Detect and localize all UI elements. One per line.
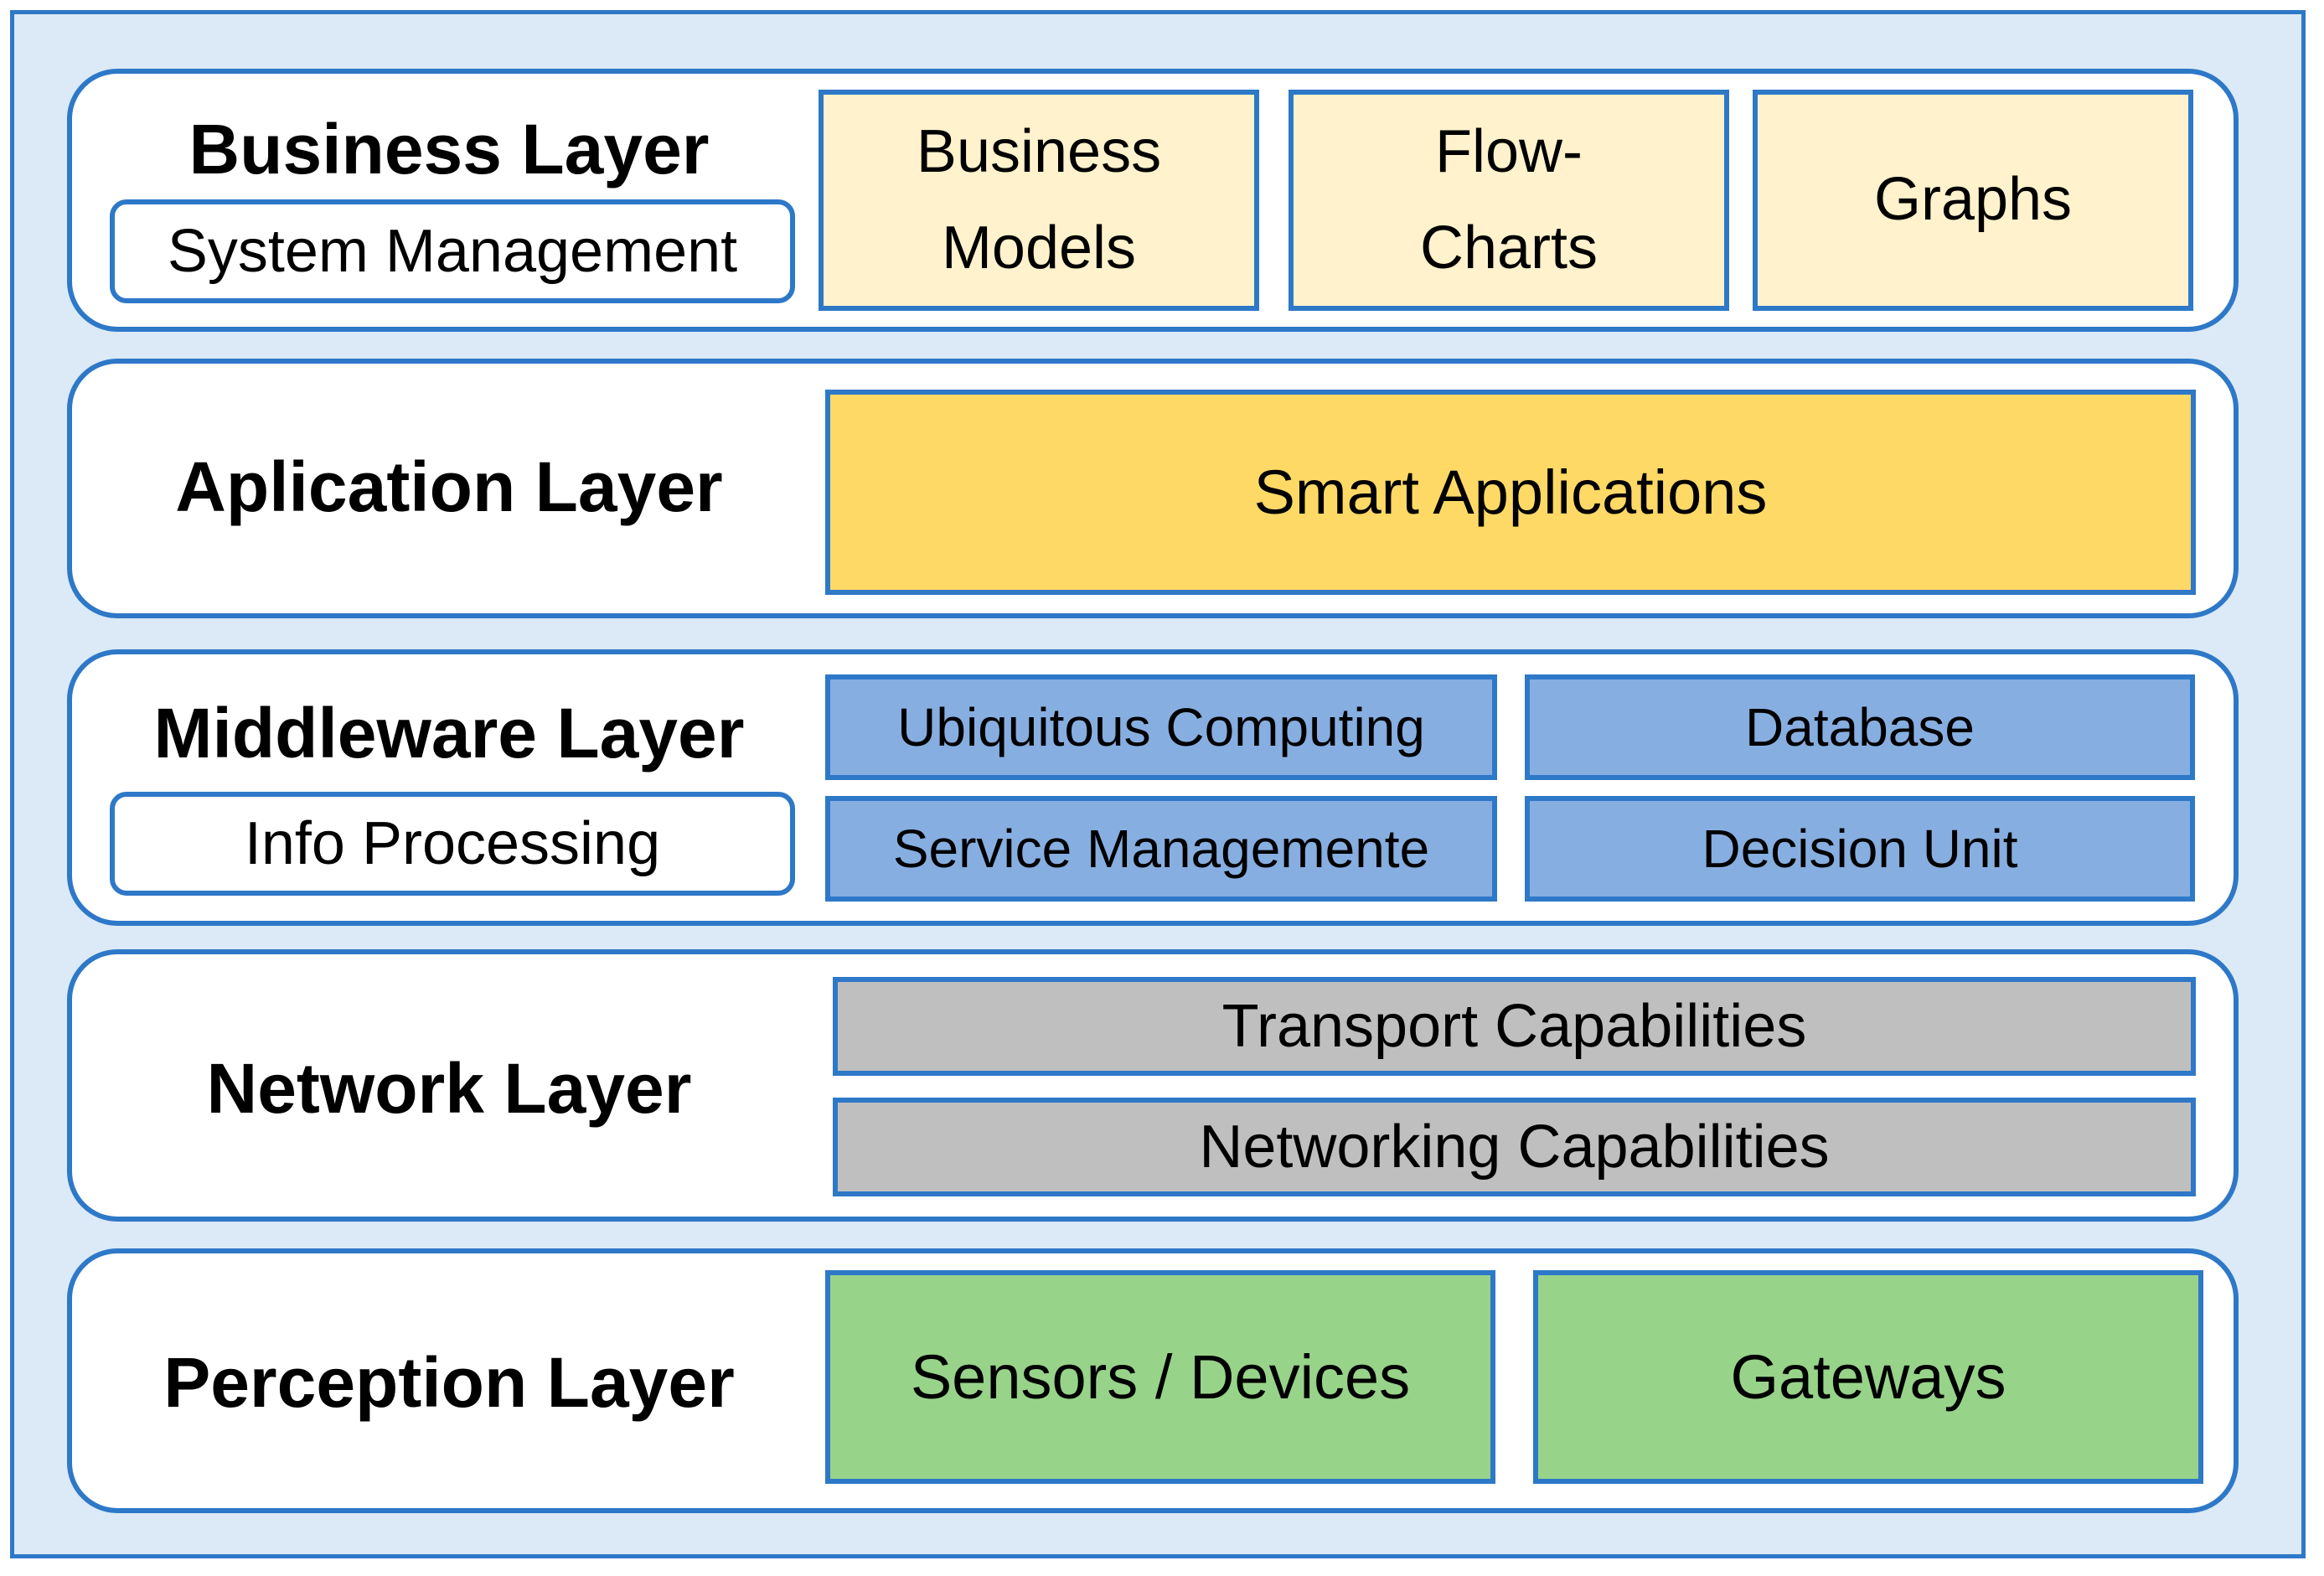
perception-layer-title: Perception Layer [163, 1343, 735, 1422]
graphs-label: Graphs [1873, 166, 2073, 234]
business-layer-title: Business Layer [189, 110, 710, 189]
gateways-box: Gateways [1533, 1270, 2203, 1484]
decision-unit-box: Decision Unit [1525, 796, 2195, 902]
business-models-box: Business Models [819, 90, 1259, 311]
application-layer-title: Aplication Layer [175, 447, 723, 526]
flow-charts-line2: Charts [1419, 214, 1598, 282]
graphs-box: Graphs [1753, 90, 2193, 311]
ubiquitous-computing-box: Ubiquitous Computing [825, 674, 1497, 780]
database-box: Database [1525, 674, 2195, 780]
business-models-line2: Models [941, 214, 1137, 282]
sensors-devices-box: Sensors / Devices [825, 1270, 1495, 1484]
service-managemente-box: Service Managemente [825, 796, 1497, 902]
flow-charts-box: Flow- Charts [1289, 90, 1729, 311]
transport-capabilities-box: Transport Capabilities [833, 977, 2196, 1076]
middleware-layer-title: Middleware Layer [153, 694, 745, 772]
flow-charts-line1: Flow- [1435, 117, 1583, 185]
networking-capabilities-box: Networking Capabilities [833, 1098, 2196, 1196]
system-management-box: System Management [110, 199, 795, 303]
smart-applications-box: Smart Applications [825, 390, 2196, 595]
network-layer-title: Network Layer [206, 1049, 692, 1128]
business-models-line1: Business [916, 117, 1162, 185]
info-processing-box: Info Processing [110, 792, 795, 896]
